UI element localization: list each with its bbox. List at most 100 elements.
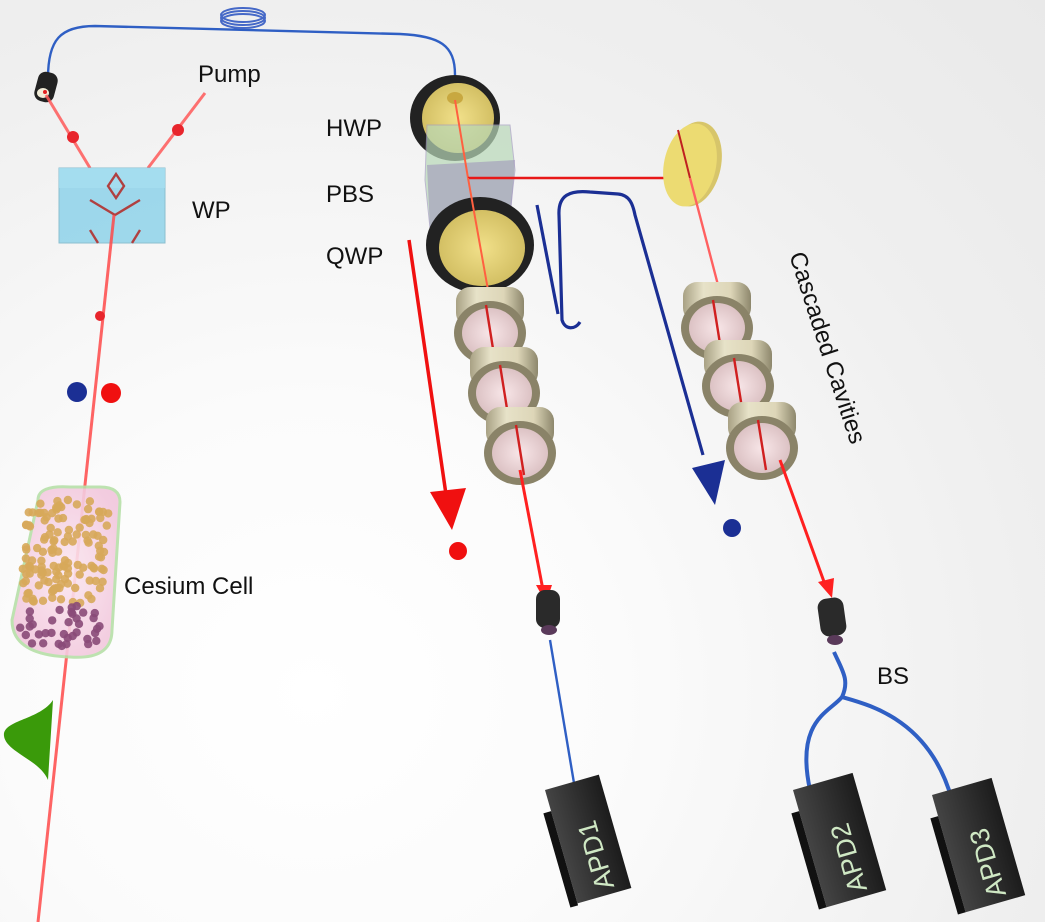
apd2-detector: APD2 — [791, 772, 887, 910]
atom — [48, 616, 57, 625]
atom — [64, 525, 74, 535]
atom — [95, 584, 105, 593]
fiber-coupler-2 — [817, 597, 847, 645]
atom — [28, 620, 37, 629]
atom — [92, 636, 101, 646]
atom — [38, 596, 48, 605]
atom — [104, 509, 113, 518]
apd3-detector: APD3 — [930, 777, 1026, 915]
atom — [60, 574, 70, 584]
beam-qwp — [467, 177, 489, 291]
label-pbs: PBS — [326, 181, 374, 208]
atom — [84, 639, 93, 649]
atom — [72, 530, 81, 539]
beam-output-2 — [778, 459, 829, 591]
atom — [49, 561, 58, 571]
atom — [33, 543, 42, 553]
atom — [62, 640, 71, 649]
cascaded-cavities-left — [454, 287, 556, 485]
atom — [99, 535, 108, 545]
atom — [47, 628, 56, 638]
atom — [67, 603, 77, 612]
cavity-3 — [726, 402, 798, 480]
atom — [55, 605, 64, 615]
atom — [16, 623, 25, 632]
atom — [63, 532, 73, 541]
atom — [29, 597, 38, 606]
atom — [49, 537, 58, 546]
atom — [84, 591, 93, 600]
atom — [64, 618, 73, 627]
atom — [96, 513, 105, 523]
atom — [56, 595, 66, 604]
red-arrow — [407, 239, 467, 560]
atom — [72, 628, 81, 637]
atom — [63, 564, 73, 573]
atom — [95, 507, 104, 516]
label-bs: BS — [877, 663, 909, 690]
atom — [102, 521, 112, 530]
atom — [89, 563, 98, 572]
atom — [53, 528, 62, 537]
label-hwp: HWP — [326, 115, 382, 142]
atom — [48, 587, 57, 596]
atom — [71, 583, 80, 593]
atom — [18, 564, 27, 573]
atom — [63, 495, 73, 505]
atom — [34, 508, 43, 518]
atom — [85, 497, 95, 506]
fiber-coil-icon — [220, 7, 266, 29]
atom — [43, 568, 52, 577]
atom — [54, 571, 63, 580]
beam-hwp — [454, 99, 469, 179]
atom — [79, 608, 88, 617]
cesium-atoms — [16, 495, 113, 651]
atom — [54, 514, 63, 523]
atom — [39, 639, 48, 648]
atom — [89, 530, 98, 539]
cavity-1 — [454, 287, 526, 365]
atom — [22, 520, 31, 530]
mirror-component — [663, 121, 722, 207]
fiber-coupler-1 — [536, 590, 560, 635]
atom — [91, 576, 101, 586]
label-wp: WP — [192, 197, 231, 224]
atom — [99, 565, 108, 575]
atom — [81, 530, 91, 540]
atom — [95, 622, 104, 631]
atom — [53, 547, 63, 556]
atom — [98, 577, 107, 586]
atom — [75, 523, 84, 532]
atom — [21, 554, 31, 563]
atom — [21, 576, 30, 586]
atom — [22, 545, 31, 554]
atom — [73, 560, 83, 570]
beam-arrowhead-2 — [818, 578, 834, 598]
photon-marker-blue — [67, 382, 87, 402]
gaussian-pulse-icon — [3, 700, 53, 780]
atom — [90, 608, 100, 618]
atom — [99, 547, 109, 557]
atom — [40, 576, 49, 585]
atom — [24, 588, 33, 598]
atom — [90, 628, 100, 638]
atom — [94, 541, 104, 550]
atom — [85, 576, 94, 585]
atom — [80, 515, 89, 524]
photon-marker-red — [101, 383, 121, 403]
fiber-top — [46, 7, 457, 79]
beam-output-1 — [518, 469, 545, 591]
cascaded-cavities-right — [681, 282, 798, 480]
atom — [47, 509, 57, 518]
atom — [21, 630, 30, 640]
atom — [74, 619, 84, 629]
atom — [34, 630, 44, 639]
label-pump: Pump — [198, 61, 261, 88]
atom — [60, 556, 70, 565]
atom — [34, 581, 43, 590]
cesium-cell — [10, 485, 122, 659]
beam-mirror-to-cavities — [688, 177, 720, 286]
atom — [46, 523, 55, 533]
atom — [37, 556, 46, 565]
